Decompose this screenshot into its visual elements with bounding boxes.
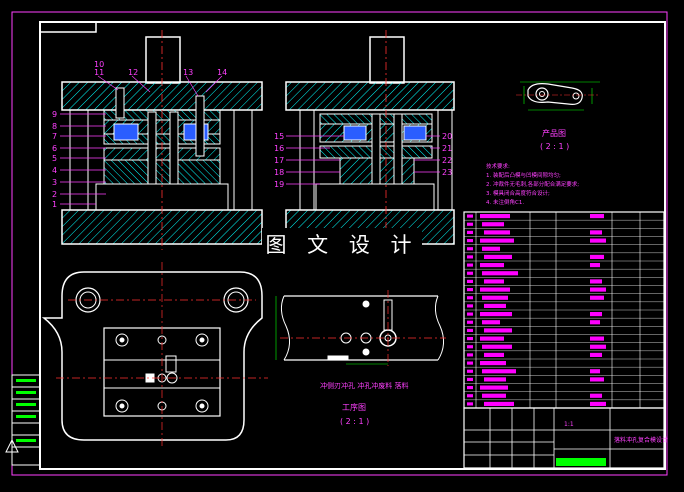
svg-text:技术要求:: 技术要求: (486, 162, 510, 170)
svg-text:4. 未注倒角C1.: 4. 未注倒角C1. (486, 198, 524, 206)
part-no-22: 22 (442, 156, 452, 165)
part-no-4: 4 (52, 166, 57, 175)
svg-text:2. 冲裁件无毛刺,各部分配合满足要求;: 2. 冲裁件无毛刺,各部分配合满足要求; (486, 180, 579, 188)
corner-tab (39, 22, 97, 33)
right-part-numbers: 15 16 17 18 19 20 21 22 23 (274, 132, 452, 189)
part-no-18: 18 (274, 168, 284, 177)
strip-view-scale: ( 2 : 1 ) (340, 417, 369, 426)
part-no-9: 9 (52, 110, 57, 119)
svg-text:1. 装配后凸模与凹模间隙均匀;: 1. 装配后凸模与凹模间隙均匀; (486, 171, 561, 179)
strip-layout-view (280, 295, 444, 361)
left-part-numbers: 10 11 12 13 14 9 8 7 6 5 4 3 2 1 (52, 60, 227, 209)
part-no-10: 10 (94, 60, 104, 69)
part-no-21: 21 (442, 144, 452, 153)
sheet-border-inner (39, 21, 666, 470)
plan-centerlines (56, 262, 268, 448)
part-no-17: 17 (274, 156, 284, 165)
part-no-23: 23 (442, 168, 452, 177)
product-view-scale: ( 2 : 1 ) (540, 142, 569, 151)
lower-die-plan-view (41, 271, 263, 441)
part-no-11: 11 (94, 68, 104, 77)
part-no-20: 20 (442, 132, 452, 141)
part-no-1: 1 (52, 200, 57, 209)
left-part-leaders (60, 75, 223, 205)
title-block (463, 407, 665, 469)
part-no-7: 7 (52, 132, 57, 141)
part-no-5: 5 (52, 154, 57, 163)
title-block-scale: 1:1 (564, 421, 574, 428)
part-no-3: 3 (52, 178, 57, 187)
technical-notes: 技术要求: 1. 装配后凸模与凹模间隙均匀; 2. 冲裁件无毛刺,各部分配合满足… (486, 162, 579, 206)
front-section-view (61, 30, 263, 250)
product-view-title: 产品图 (542, 128, 566, 138)
part-no-14: 14 (217, 68, 227, 77)
strip-dimensions (275, 296, 388, 365)
side-section-view (285, 30, 455, 250)
part-no-16: 16 (274, 144, 284, 153)
svg-text:3. 模具闭合高度符合设计;: 3. 模具闭合高度符合设计; (486, 189, 550, 197)
watermark-text: 图 文 设 计 (262, 228, 422, 262)
product-view (527, 83, 583, 105)
strip-centerline (280, 290, 446, 366)
parts-list-table (463, 211, 665, 409)
title-block-name: 落料冲孔复合模设计 (614, 436, 668, 444)
part-no-19: 19 (274, 180, 284, 189)
left-margin-strip (5, 374, 41, 466)
part-no-2: 2 (52, 190, 57, 199)
part-no-15: 15 (274, 132, 284, 141)
strip-view-title: 工序图 (342, 402, 366, 412)
right-part-leaders (286, 135, 440, 185)
part-no-13: 13 (183, 68, 193, 77)
strip-caption: 冲侧刃冲孔 冲孔冲废料 落料 (320, 381, 408, 390)
part-no-8: 8 (52, 122, 57, 131)
part-no-6: 6 (52, 144, 57, 153)
sheet-border-outer (11, 11, 668, 476)
part-no-12: 12 (128, 68, 138, 77)
